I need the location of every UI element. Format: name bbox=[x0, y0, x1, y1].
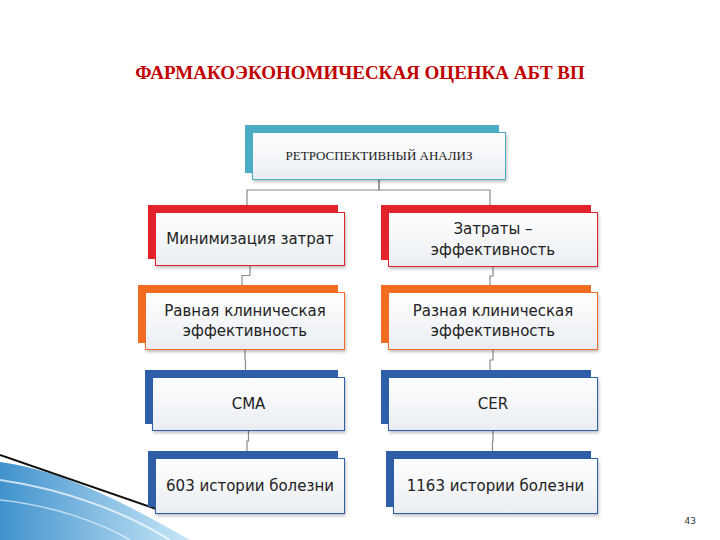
connector-line bbox=[490, 267, 493, 285]
connector-line bbox=[247, 431, 249, 451]
process-box: Затраты – эффективность bbox=[388, 212, 598, 267]
process-box: Разная клиническая эффективность bbox=[388, 292, 598, 350]
connector-line bbox=[492, 431, 494, 451]
process-box: CMA bbox=[152, 377, 345, 431]
connector-line bbox=[247, 180, 379, 205]
connector-line bbox=[490, 350, 493, 370]
box-text: Разная клиническая эффективность bbox=[389, 301, 597, 342]
box-text: РЕТРОСПЕКТИВНЫЙ АНАЛИЗ bbox=[280, 147, 479, 165]
box-text: CER bbox=[472, 394, 514, 414]
process-box: 1163 истории болезни bbox=[393, 458, 598, 514]
connector-line bbox=[379, 180, 490, 205]
process-box: Минимизация затрат bbox=[155, 212, 345, 266]
box-text: 603 истории болезни bbox=[160, 476, 340, 496]
wave-line bbox=[0, 480, 170, 540]
box-text: Равная клиническая эффективность bbox=[146, 301, 344, 342]
box-text: Минимизация затрат bbox=[160, 229, 340, 249]
diagonal-line bbox=[0, 455, 165, 512]
box-text: CMA bbox=[226, 394, 272, 414]
process-box: Равная клиническая эффективность bbox=[145, 292, 345, 350]
root-box: РЕТРОСПЕКТИВНЫЙ АНАЛИЗ bbox=[252, 132, 506, 180]
process-box: CER bbox=[388, 377, 598, 431]
box-text: Затраты – эффективность bbox=[389, 219, 597, 260]
connector-line bbox=[242, 266, 250, 285]
page-number: 43 bbox=[685, 516, 696, 526]
slide-title: ФАРМАКОЭКОНОМИЧЕСКАЯ ОЦЕНКА АБТ ВП bbox=[0, 62, 720, 84]
process-box: 603 истории болезни bbox=[155, 458, 345, 514]
box-text: 1163 истории болезни bbox=[401, 476, 590, 496]
wave-line bbox=[0, 500, 130, 540]
connector-line bbox=[244, 350, 246, 370]
